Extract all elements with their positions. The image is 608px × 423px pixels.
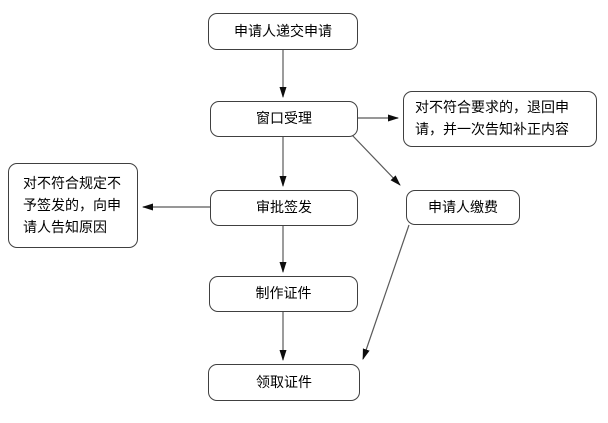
- flow-node-window-accept: 窗口受理: [210, 101, 358, 137]
- flow-node-collect-certificate: 领取证件: [208, 364, 360, 401]
- arrow-pay-fee-to-collect-cert: [362, 224, 410, 360]
- flow-node-return-notice: 对不符合要求的，退回申 请，并一次告知补正内容: [403, 91, 597, 147]
- arrow-window-accept-to-pay-fee: [351, 134, 401, 186]
- flow-node-make-certificate: 制作证件: [209, 276, 358, 312]
- flow-node-submit-application: 申请人递交申请: [208, 13, 358, 50]
- flow-node-approve-issue: 审批签发: [210, 190, 358, 226]
- flow-node-pay-fee: 申请人缴费: [406, 190, 520, 225]
- flow-node-refuse-notice: 对不符合规定不 予签发的，向申 请人告知原因: [8, 163, 138, 248]
